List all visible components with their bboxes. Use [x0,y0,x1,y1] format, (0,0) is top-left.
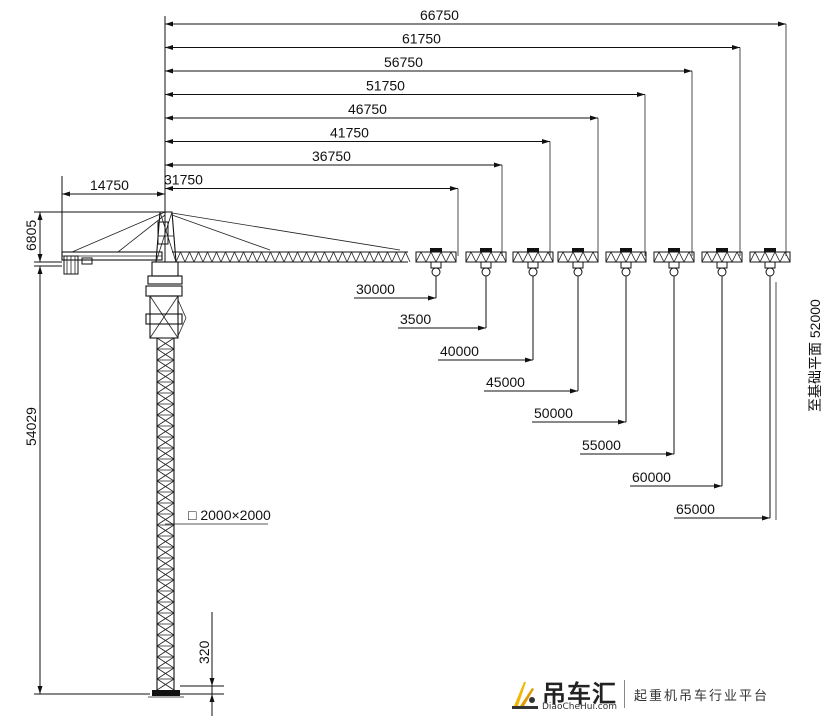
radius-dimension: 36750 [165,148,503,256]
free-height-dimension: 54029 [23,265,150,695]
hook-height-dimension: 55000 [580,282,675,457]
radius-dimension: 41750 [165,125,551,256]
hook-block [653,248,695,282]
foundation-label: 至基础平面 52000 [807,299,823,412]
crane-logo-icon [512,682,538,709]
radius-dimension: 46750 [165,101,599,256]
top-height-dimension: 6805 [23,211,165,263]
top-height-label: 6805 [23,220,39,251]
hook-height-label: 30000 [356,281,395,297]
hook-block [512,248,554,282]
logo-brand: 吊车汇 [542,680,617,708]
hook-block [605,248,647,282]
radius-dimension-label: 46750 [348,101,387,117]
hook-height-dimension: 65000 [674,282,771,521]
foundation-callout: 至基础平面 52000 [775,282,823,520]
radius-dimension-label: 66750 [420,7,459,23]
radius-dimension-label: 56750 [384,54,423,70]
counter-jib [61,211,166,275]
hook-height-label: 40000 [440,343,479,359]
hook-block [415,248,457,282]
hook-height-dimension: 30000 [354,281,437,301]
radius-dimension-label: 61750 [402,31,441,47]
hook-height-dimension: 60000 [630,282,723,489]
tower-head [155,211,401,263]
counter-jib-length-label: 14750 [90,177,129,193]
hook-blocks [415,248,791,282]
base-offset-label: 320 [196,640,212,664]
logo-separator [624,680,625,708]
radius-dimension: 61750 [165,31,741,256]
hook-block [701,248,743,282]
hook-height-label: 65000 [676,501,715,517]
radius-dimension: 56750 [165,54,693,256]
diaochehui-logo: 吊车汇 DiaoCheHui.com 起重机吊车行业平台 [508,672,808,716]
counter-jib-dimension: 14750 [61,176,165,254]
hook-height-dimension: 3500 [398,282,487,331]
hook-height-label: 3500 [400,311,431,327]
hook-height-label: 50000 [534,405,573,421]
hook-height-dimension: 40000 [438,282,534,363]
hook-block [557,248,599,282]
radius-dimension: 31750 [164,172,459,256]
logo-slogan: 起重机吊车行业平台 [634,689,770,704]
logo-site: DiaoCheHui.com [542,702,618,712]
mast-section-label: □ 2000×2000 [188,507,271,523]
hook-height-dimension: 50000 [532,282,627,425]
hook-height-dimension: 45000 [484,282,579,394]
hook-height-label: 55000 [582,437,621,453]
mast-section-callout: □ 2000×2000 [165,507,271,525]
radius-dimensions: 66750 61750 56750 51750 46750 41750 36750 31750 [164,7,787,256]
radius-dimension-label: 36750 [312,148,351,164]
main-jib [172,251,411,263]
radius-dimension: 66750 [165,7,787,256]
radius-dimension-label: 31750 [164,172,203,188]
hook-height-label: 60000 [632,469,671,485]
radius-dimension-label: 41750 [330,125,369,141]
hook-height-label: 45000 [486,374,525,390]
tower-mast [148,337,184,698]
hook-block [749,248,791,282]
slewing-section [145,261,187,339]
radius-dimension: 51750 [165,78,646,256]
base-offset-dimension: 320 [180,612,224,716]
free-height-label: 54029 [23,407,39,446]
hook-block [465,248,507,282]
hook-height-dimensions: 30000 3500 40000 45000 50000 55000 60000 65000 [354,281,771,521]
radius-dimension-label: 51750 [366,78,405,94]
